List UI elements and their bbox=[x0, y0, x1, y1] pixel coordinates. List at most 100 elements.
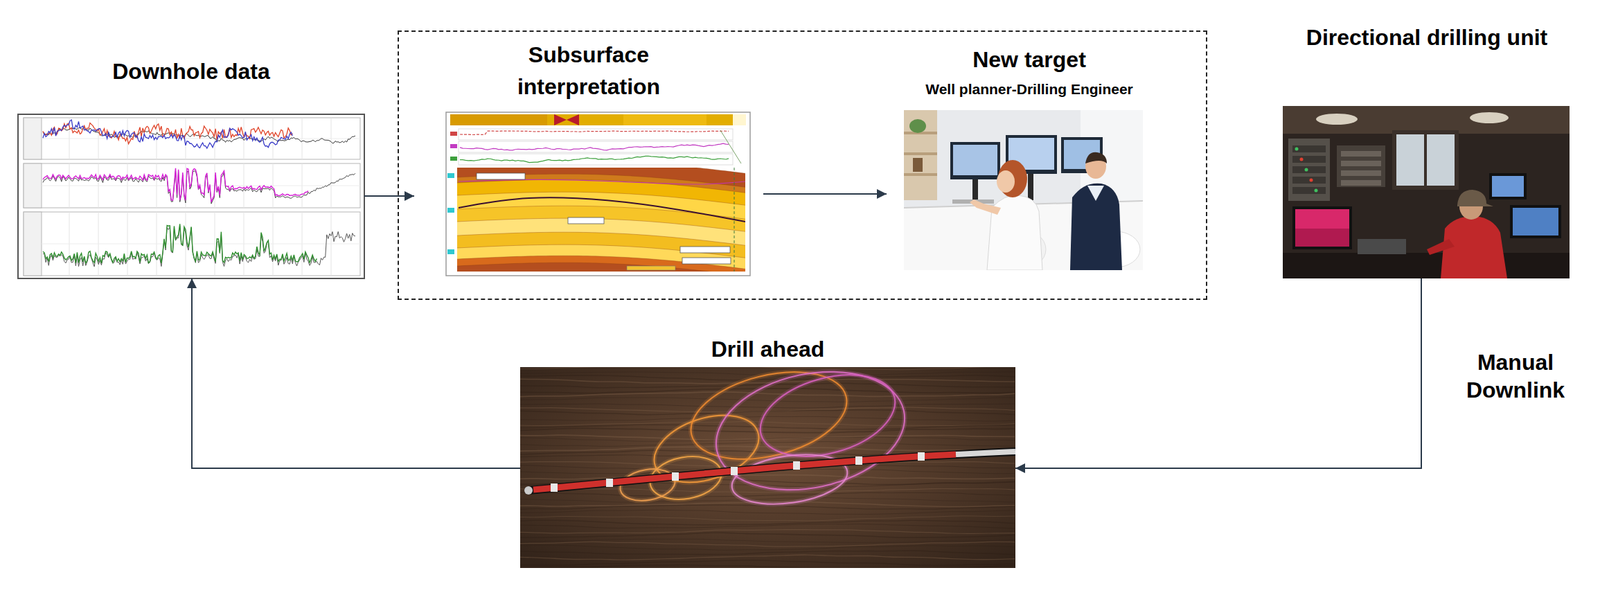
control-room-photo bbox=[1292, 145, 1326, 153]
office-photo bbox=[1085, 152, 1107, 164]
drill-string-image bbox=[520, 397, 1015, 402]
drill-string-image bbox=[705, 367, 916, 507]
cross-section bbox=[457, 191, 746, 272]
drill-string-image bbox=[955, 451, 1016, 455]
drill-string-image bbox=[520, 367, 1016, 568]
drill-string-image bbox=[520, 516, 1015, 521]
control-room-photo bbox=[1282, 105, 1570, 279]
drill-string-image bbox=[855, 456, 863, 465]
office-photo bbox=[950, 141, 1001, 180]
panel-subtitle: Well planner-Drilling Engineer bbox=[890, 81, 1168, 98]
office-photo bbox=[1070, 183, 1123, 271]
drill-string-image bbox=[728, 448, 851, 512]
control-room-photo bbox=[1457, 189, 1494, 207]
drill-string-image bbox=[520, 437, 1015, 442]
log-chart bbox=[41, 243, 361, 245]
cross-section bbox=[457, 218, 746, 272]
drill-string-image bbox=[550, 483, 558, 492]
control-room-photo bbox=[1424, 134, 1427, 186]
control-room-photo bbox=[1282, 105, 1570, 134]
drill-string-image bbox=[520, 434, 1015, 440]
drill-string-image bbox=[520, 416, 1015, 422]
drill-string-image bbox=[520, 367, 1015, 370]
cross-section bbox=[457, 173, 746, 272]
interpretation-image bbox=[450, 156, 458, 161]
office-photo bbox=[903, 173, 938, 176]
panel-title: Subsurface interpretation bbox=[477, 38, 700, 103]
cross-section bbox=[682, 257, 731, 264]
cross-section bbox=[458, 179, 746, 185]
drill-string-image bbox=[520, 520, 1015, 526]
panel-title: Drill ahead bbox=[594, 336, 942, 363]
panel: Drill ahead bbox=[520, 329, 1016, 568]
control-room-photo bbox=[1340, 160, 1382, 167]
control-room-photo bbox=[1316, 113, 1358, 125]
control-room-photo bbox=[1336, 145, 1386, 188]
panel-title: Downhole data bbox=[24, 58, 358, 85]
office-photo bbox=[1087, 185, 1105, 201]
interpretation-image bbox=[458, 141, 733, 153]
drill-string-image bbox=[728, 448, 851, 512]
log-chart bbox=[42, 223, 317, 264]
log-chart bbox=[23, 211, 361, 276]
cross-section bbox=[567, 217, 604, 224]
interpretation-image bbox=[554, 114, 580, 126]
interpretation-image bbox=[459, 155, 729, 163]
control-room-photo bbox=[1288, 138, 1330, 201]
office-photo bbox=[903, 110, 938, 201]
office-photo bbox=[996, 170, 1015, 193]
drill-string-image bbox=[520, 560, 1015, 566]
cross-section bbox=[457, 244, 746, 272]
log-chart bbox=[23, 211, 42, 276]
interpretation-image bbox=[623, 114, 707, 126]
flow-arrow bbox=[1015, 278, 1422, 469]
office-photo bbox=[953, 144, 998, 176]
drill-string-image bbox=[705, 367, 916, 507]
office-photo bbox=[909, 119, 927, 133]
control-room-photo bbox=[1304, 168, 1309, 172]
control-room-photo bbox=[1392, 130, 1459, 190]
drill-string-image bbox=[520, 529, 1015, 535]
control-room-photo bbox=[1489, 173, 1527, 200]
interpretation-image bbox=[447, 173, 455, 179]
interpretation-image bbox=[450, 114, 548, 126]
cross-section bbox=[680, 246, 731, 253]
drill-string-image bbox=[520, 392, 1015, 397]
interpretation-image bbox=[732, 114, 746, 126]
control-room-photo bbox=[1300, 157, 1304, 162]
interpretation-image bbox=[450, 114, 746, 126]
dashed-group: Subsurface interpretation New targetWell … bbox=[397, 30, 1208, 300]
connector-label: Manual Downlink bbox=[1446, 348, 1585, 404]
control-room-photo bbox=[1309, 178, 1314, 183]
flow-arrow bbox=[364, 195, 415, 197]
panel-title: New target bbox=[890, 47, 1168, 73]
log-chart bbox=[42, 225, 356, 267]
drill-string-image bbox=[520, 428, 1015, 433]
control-room-photo bbox=[1340, 180, 1382, 186]
office-photo bbox=[912, 157, 923, 172]
cross-section bbox=[457, 255, 746, 272]
interpretation-image bbox=[450, 144, 458, 149]
cross-section bbox=[457, 205, 746, 272]
drill-string-image bbox=[520, 492, 1015, 497]
control-room-photo bbox=[1491, 175, 1524, 197]
office-photo bbox=[969, 199, 1001, 215]
drill-string-image bbox=[524, 486, 533, 495]
control-room-photo bbox=[1282, 105, 1570, 279]
control-room-photo bbox=[1295, 147, 1299, 151]
panel: New targetWell planner-Drilling Engineer bbox=[886, 36, 1172, 279]
drill-string-image bbox=[520, 421, 1015, 426]
log-chart bbox=[18, 114, 365, 279]
drill-string-image bbox=[520, 524, 1015, 529]
cross-section bbox=[476, 173, 526, 180]
control-room-photo bbox=[1292, 155, 1326, 163]
control-room-photo bbox=[1282, 252, 1570, 279]
flow-arrow bbox=[191, 278, 521, 469]
control-room-photo bbox=[1295, 209, 1350, 247]
control-room-photo bbox=[1357, 238, 1407, 255]
interpretation-image bbox=[446, 112, 751, 278]
cross-section bbox=[457, 179, 746, 194]
